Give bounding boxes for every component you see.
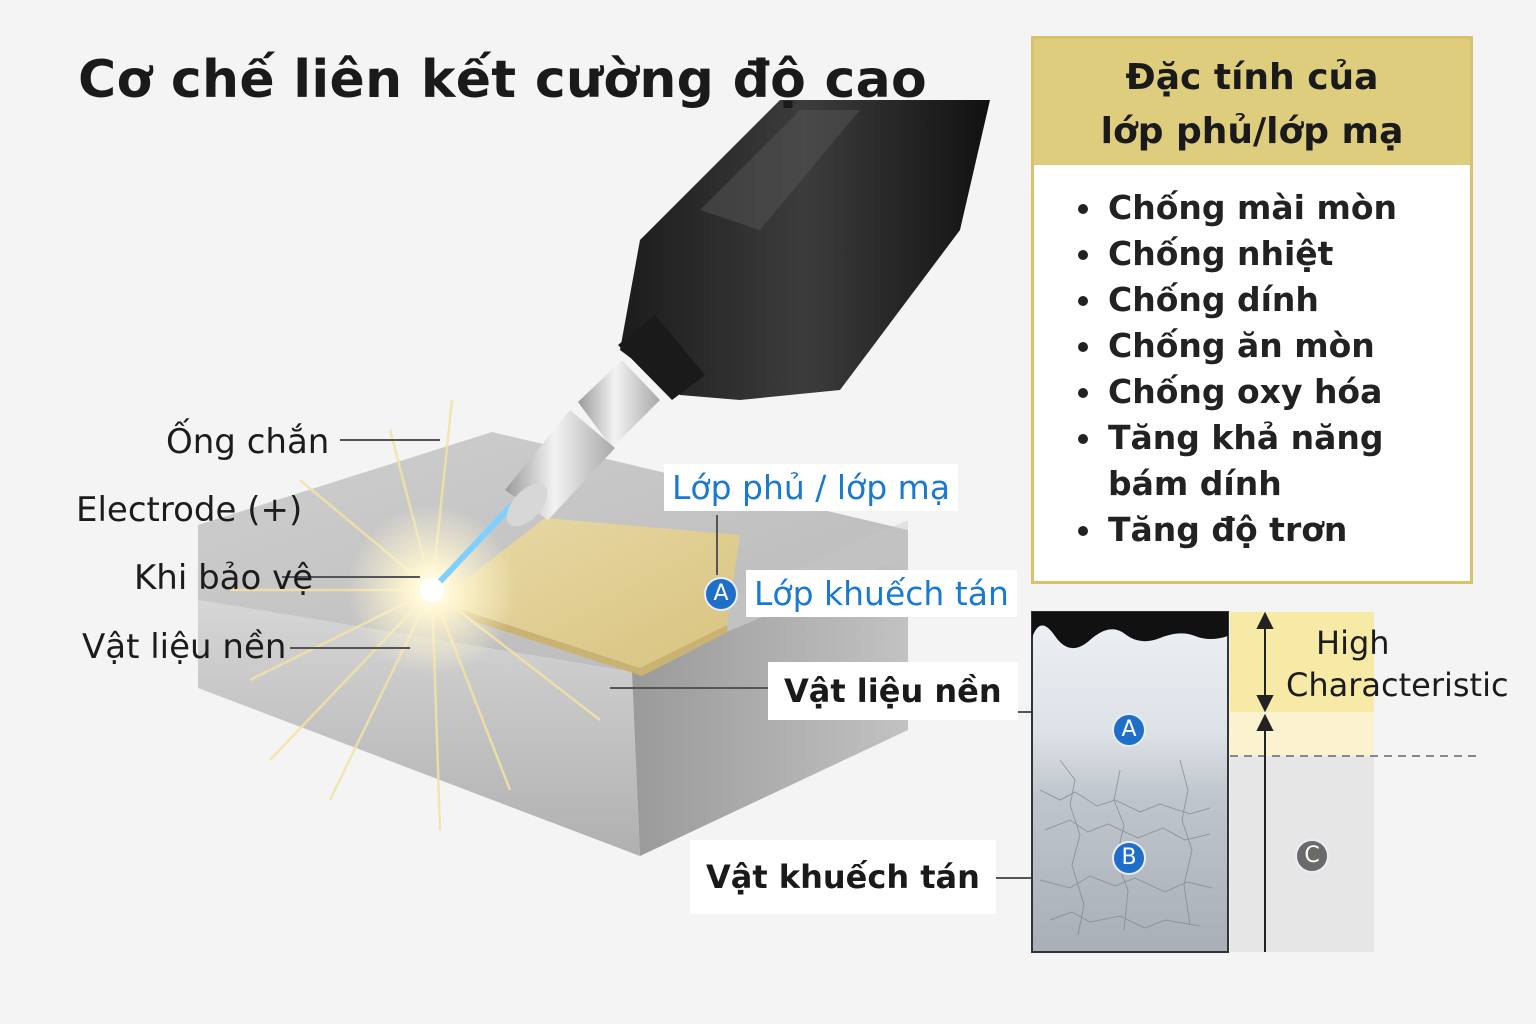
arc-beam [429,502,515,593]
label-gas: Khi bảo vệ [134,558,314,598]
marker-a-icon: A [704,576,738,611]
micro-cracks [1039,759,1213,936]
arc-core [420,578,444,602]
label-base-material: Vật liệu nền [768,662,1018,720]
properties-panel: Đặc tính của lớp phủ/lớp mạ Chống mài mò… [1031,36,1473,584]
label-base-left: Vật liệu nền [82,627,287,667]
list-item: Tăng khả năng bám dính [1078,415,1438,507]
torch-neck [618,315,705,400]
label-diffusion: Lớp khuếch tán [746,570,1017,617]
properties-list: Chống mài mòn Chống nhiệt Chống dính Chố… [1034,165,1470,553]
list-item: Chống mài mòn [1078,185,1470,231]
dimension-arrows [1256,611,1274,952]
label-coating: Lớp phủ / lớp mạ [664,464,959,511]
list-item: Chống dính [1078,277,1470,323]
marker-a-micro-icon: A [1112,713,1146,747]
torch-body [620,100,990,400]
coating-edge [456,608,728,676]
page-title: Cơ chế liên kết cường độ cao [78,50,928,110]
transition-zone [1230,712,1374,756]
torch-highlight [700,110,860,230]
micro-cross-section [1031,611,1229,953]
list-item: Chống ăn mòn [1078,323,1470,369]
marker-c-icon: C [1295,839,1329,873]
label-electrode: Electrode (+) [76,490,303,530]
marker-b-icon: B [1112,841,1146,875]
label-shield: Ống chắn [166,422,330,462]
coating-layer [452,518,740,668]
high-char-line1: High [1316,624,1390,662]
high-char-zone [1230,612,1374,712]
list-item: Chống nhiệt [1078,231,1470,277]
micro-top-band [1032,612,1228,649]
list-item: Chống oxy hóa [1078,369,1470,415]
high-char-line2: Characteristic [1286,666,1509,704]
torch-tip-end [506,483,548,527]
panel-header: Đặc tính của lớp phủ/lớp mạ [1034,39,1470,165]
panel-title-line2: lớp phủ/lớp mạ [1100,111,1404,152]
label-diffused: Vật khuếch tán [690,840,996,914]
list-item: Tăng độ trơn [1078,507,1470,553]
panel-title-line1: Đặc tính của [1125,57,1379,98]
label-diffusion-group: A Lớp khuếch tán [704,570,1017,617]
torch-tube [578,360,660,448]
